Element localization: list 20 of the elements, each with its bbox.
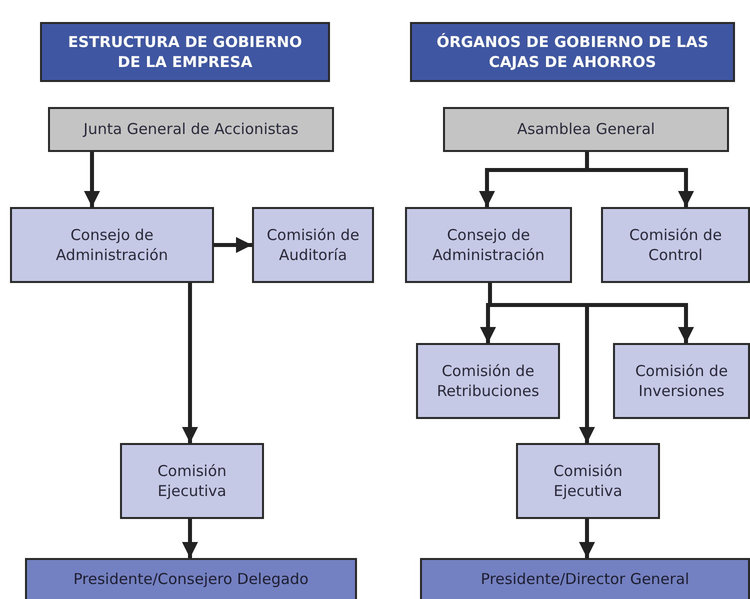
- process-box: Comisión de Retribuciones: [416, 343, 560, 419]
- process-box: Comisión Ejecutiva: [516, 443, 660, 519]
- arrow: [579, 519, 595, 558]
- arrow: [182, 519, 198, 558]
- arrow: [488, 283, 694, 343]
- process-box: Consejo de Administración: [10, 207, 214, 283]
- arrow: [84, 152, 100, 207]
- process-box: Comisión de Inversiones: [613, 343, 750, 419]
- process-box: Asamblea General: [443, 107, 729, 152]
- title-banner: ESTRUCTURA DE GOBIERNO DE LA EMPRESA: [40, 22, 330, 82]
- process-box: Consejo de Administración: [405, 207, 572, 283]
- arrow: [182, 283, 198, 443]
- arrow: [214, 237, 252, 253]
- title-banner: ÓRGANOS DE GOBIERNO DE LAS CAJAS DE AHORROS: [410, 22, 735, 82]
- process-box: Presidente/Consejero Delegado: [25, 558, 357, 599]
- process-box: Junta General de Accionistas: [48, 107, 334, 152]
- process-box: Presidente/Director General: [420, 558, 750, 599]
- process-box: Comisión de Control: [601, 207, 750, 283]
- process-box: Comisión de Auditoría: [252, 207, 374, 283]
- process-box: Comisión Ejecutiva: [120, 443, 264, 519]
